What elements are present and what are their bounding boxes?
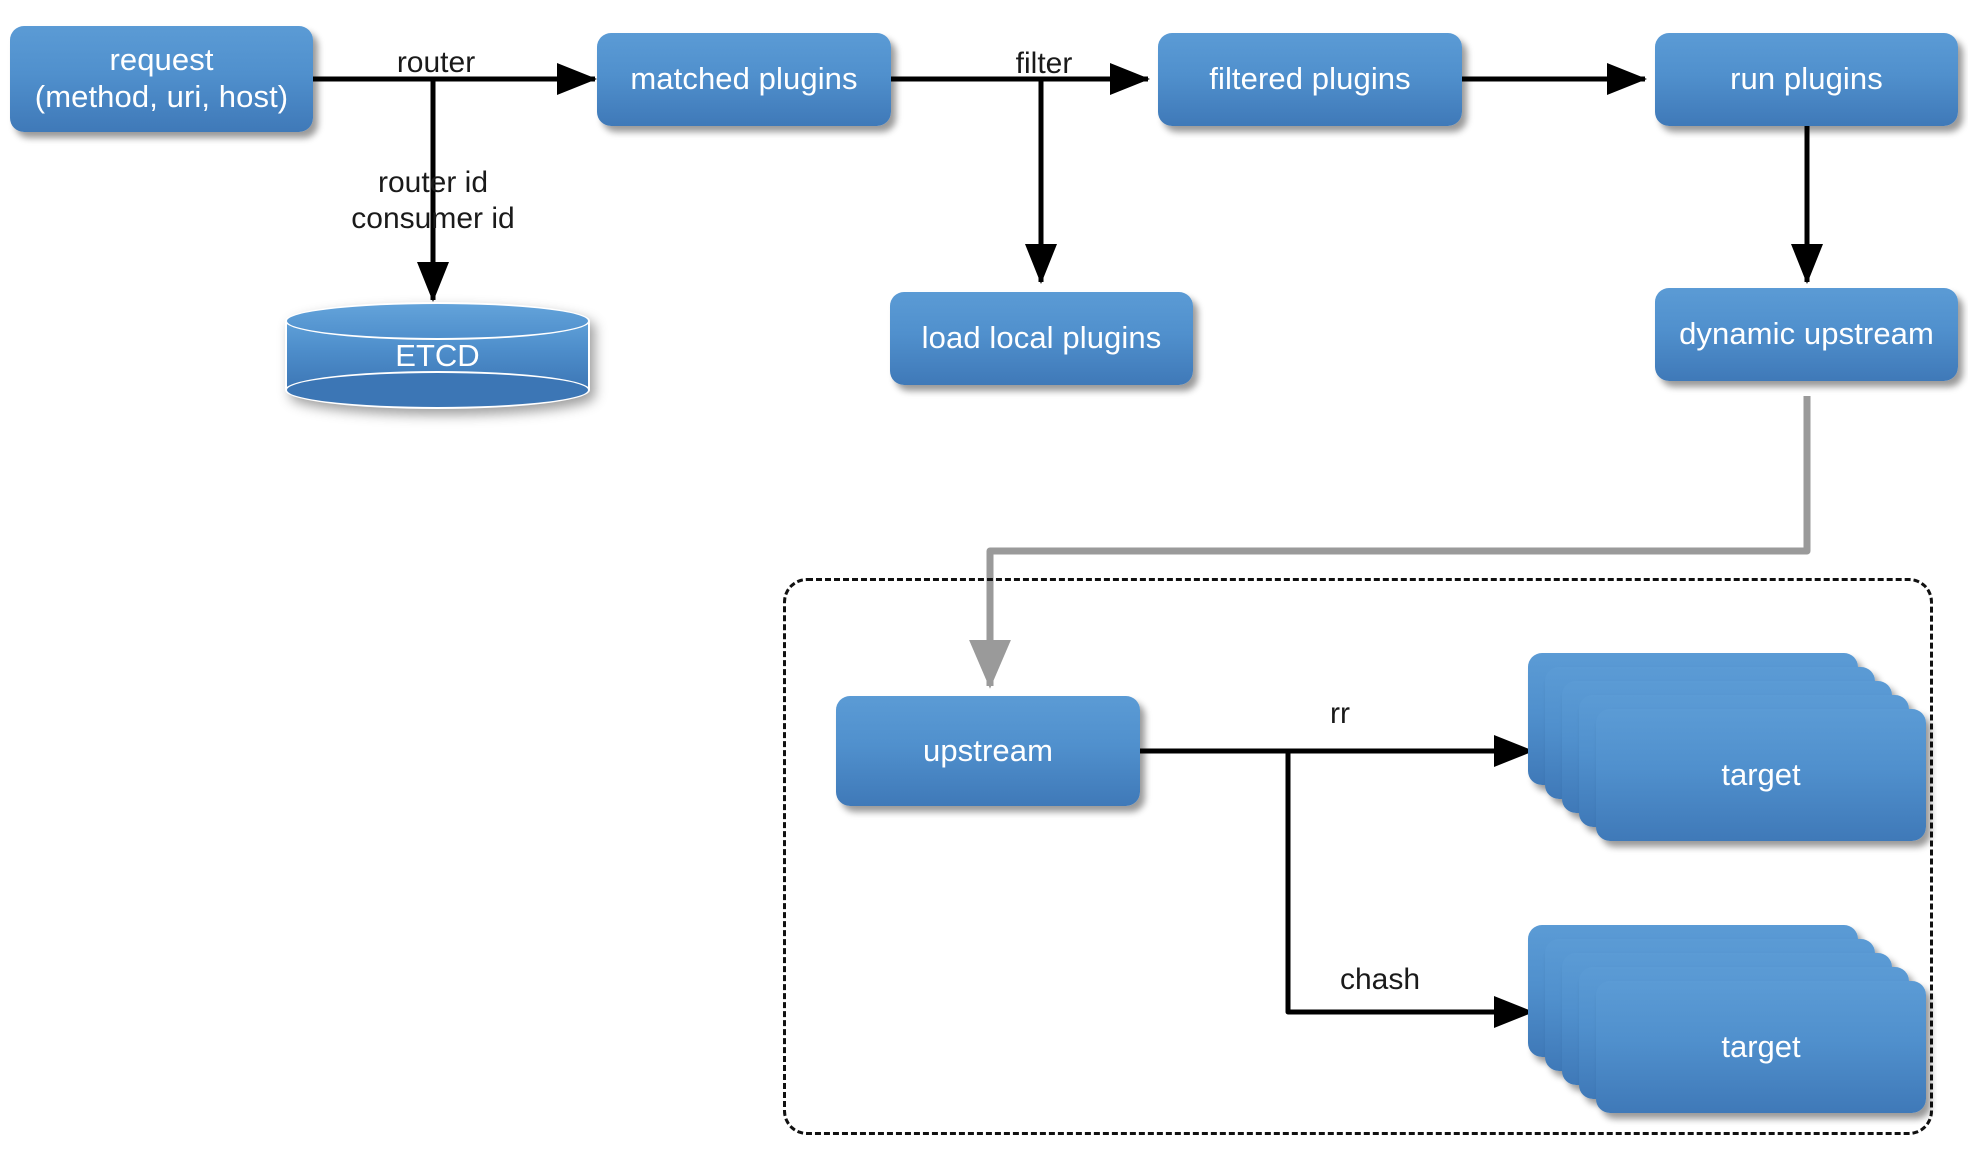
node-target-rr[interactable]: target [1528, 653, 1928, 841]
node-target-chash[interactable]: target [1528, 925, 1928, 1113]
node-load-local-plugins[interactable]: load local plugins [890, 292, 1193, 385]
cylinder-top-ellipse [285, 302, 590, 340]
node-etcd-label: ETCD [395, 337, 480, 373]
node-matched-plugins[interactable]: matched plugins [597, 33, 891, 126]
edge-label-rr: rr [1330, 697, 1350, 730]
cylinder-bottom-ellipse [285, 371, 590, 409]
edge-label-chash: chash [1339, 963, 1421, 996]
edge-label-router-consumer-id: router id consumer id [351, 166, 515, 235]
node-upstream[interactable]: upstream [836, 696, 1140, 806]
node-filtered-plugins[interactable]: filtered plugins [1158, 33, 1462, 126]
node-target-rr-label: target [1596, 709, 1926, 841]
edge-label-router: router [396, 46, 476, 79]
node-target-chash-label: target [1596, 981, 1926, 1113]
node-dynamic-upstream[interactable]: dynamic upstream [1655, 288, 1958, 381]
edge-label-filter: filter [1015, 47, 1073, 80]
node-etcd[interactable]: ETCD [285, 302, 590, 409]
node-request[interactable]: request (method, uri, host) [10, 26, 313, 132]
node-run-plugins[interactable]: run plugins [1655, 33, 1958, 126]
